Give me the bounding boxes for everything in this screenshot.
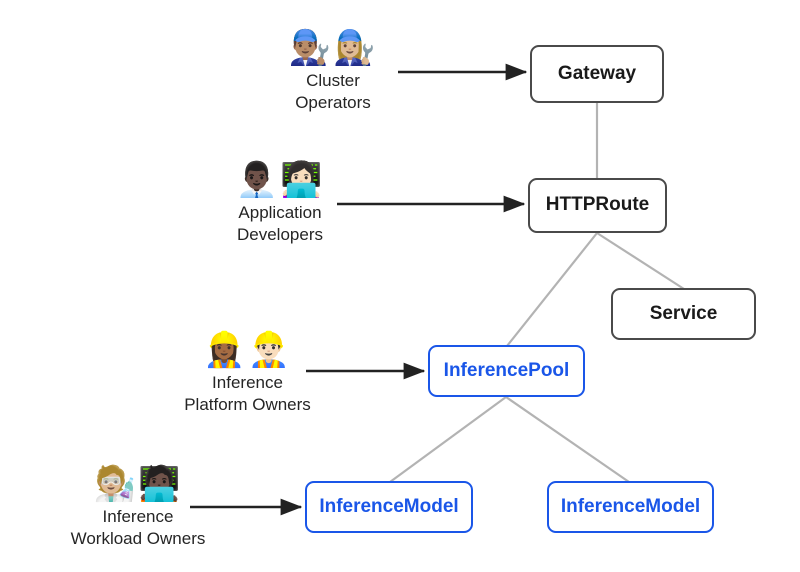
edge-inferencepool-inferencemodel-right (505, 396, 630, 483)
persona-inference-platform-owners: 👷🏾‍♀️👷🏻‍♂️ Inference Platform Owners (161, 330, 334, 416)
node-inferencemodel-left[interactable]: InferenceModel (305, 481, 473, 533)
inference-workload-owners-label: Inference Workload Owners (70, 507, 206, 548)
node-inferencemodel-right-label: InferenceModel (560, 495, 701, 517)
cluster-operators-emoji-pair: 👨🏽‍🔧👩🏼‍🔧 (288, 29, 378, 67)
application-developers-label: Application Developers (237, 203, 323, 244)
edge-httproute-service (596, 232, 685, 290)
application-developers-emoji-pair: 👨🏿‍💼👩🏻‍💻 (235, 161, 325, 199)
node-httproute-label: HTTPRoute (545, 194, 650, 216)
node-service[interactable]: Service (611, 288, 756, 340)
edge-inferencepool-inferencemodel-left (389, 396, 507, 483)
node-gateway[interactable]: Gateway (530, 45, 664, 103)
cluster-operators-label: Cluster Operators (295, 71, 371, 112)
edge-httproute-inferencepool (506, 232, 598, 347)
node-service-label: Service (649, 302, 718, 324)
persona-application-developers: 👨🏿‍💼👩🏻‍💻 Application Developers (212, 160, 348, 246)
inference-platform-owners-emoji-pair: 👷🏾‍♀️👷🏻‍♂️ (203, 331, 292, 369)
node-inferencemodel-right[interactable]: InferenceModel (547, 481, 714, 533)
inference-platform-owners-label: Inference Platform Owners (184, 373, 311, 414)
node-httproute[interactable]: HTTPRoute (528, 178, 667, 233)
node-gateway-label: Gateway (557, 62, 637, 84)
inference-workload-owners-emoji-pair: 🧑🏼‍🔬🧑🏿‍💻 (93, 465, 183, 503)
node-inferencemodel-left-label: InferenceModel (319, 495, 459, 517)
persona-inference-workload-owners: 🧑🏼‍🔬🧑🏿‍💻 Inference Workload Owners (44, 464, 232, 550)
node-inferencepool[interactable]: InferencePool (428, 345, 585, 397)
node-inferencepool-label: InferencePool (443, 359, 570, 381)
persona-cluster-operators: 👨🏽‍🔧👩🏼‍🔧 Cluster Operators (272, 28, 394, 114)
